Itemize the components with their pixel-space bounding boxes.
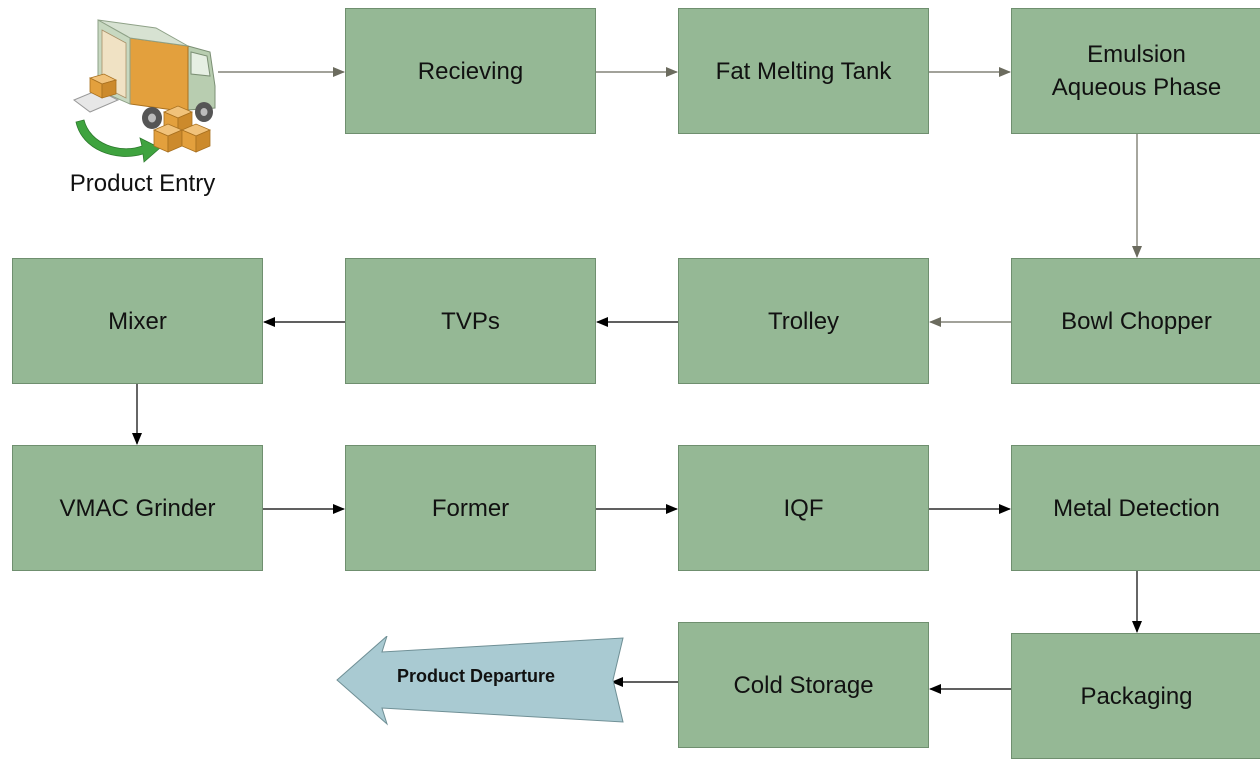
node-cold-storage: Cold Storage <box>678 622 929 748</box>
product-departure-label: Product Departure <box>396 666 556 686</box>
node-former: Former <box>345 445 596 571</box>
node-trolley: Trolley <box>678 258 929 384</box>
node-metal-detection: Metal Detection <box>1011 445 1260 571</box>
node-tvps: TVPs <box>345 258 596 384</box>
node-recieving: Recieving <box>345 8 596 134</box>
product-departure-arrow <box>336 636 624 726</box>
node-vmac-grinder: VMAC Grinder <box>12 445 263 571</box>
node-packaging: Packaging <box>1011 633 1260 759</box>
delivery-truck-icon <box>73 19 216 163</box>
node-mixer: Mixer <box>12 258 263 384</box>
product-entry-label: Product Entry <box>69 170 216 197</box>
node-bowl-chopper: Bowl Chopper <box>1011 258 1260 384</box>
node-fat-melting-tank: Fat Melting Tank <box>678 8 929 134</box>
node-emulsion-aqueous-phase: Emulsion Aqueous Phase <box>1011 8 1260 134</box>
node-iqf: IQF <box>678 445 929 571</box>
